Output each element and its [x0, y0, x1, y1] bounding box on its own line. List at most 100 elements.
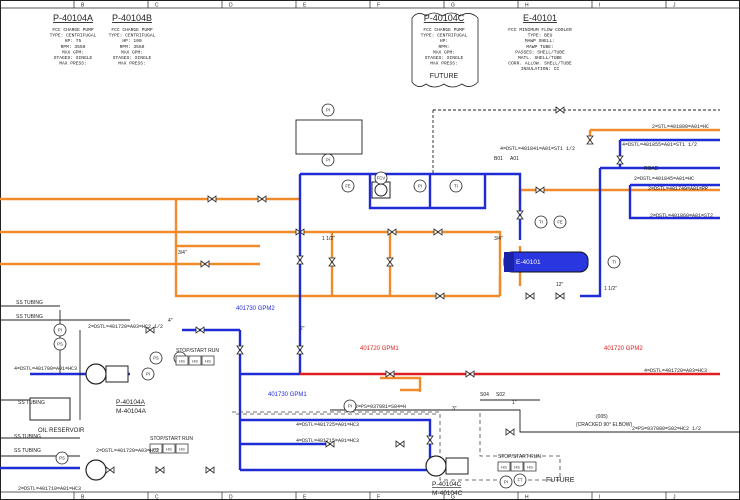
grid-col-label-bottom: E	[303, 495, 307, 500]
hand-switch-box[interactable]: HS	[149, 443, 163, 454]
instrument-bubble[interactable]: PS	[149, 351, 163, 365]
hand-switch-box[interactable]: HS	[175, 355, 189, 366]
hand-switch-box[interactable]: HS	[201, 355, 215, 366]
grid-col-label-top: C	[155, 3, 159, 9]
gate-valve-icon[interactable]	[535, 186, 545, 194]
gate-valve-icon[interactable]	[385, 370, 395, 378]
hand-switch-box[interactable]: HS	[162, 443, 176, 454]
instrument-bubble[interactable]: PI	[413, 179, 427, 193]
gate-valve-icon[interactable]	[516, 210, 524, 220]
gate-valve-icon[interactable]	[325, 440, 335, 448]
gate-valve-icon[interactable]	[435, 292, 445, 300]
hand-switch-box[interactable]: HS	[523, 461, 537, 472]
instrument-bubble[interactable]: TI	[449, 179, 463, 193]
grid-col-label-top: E	[303, 3, 307, 9]
equipment-spec-line: MAX GPM:	[121, 49, 143, 55]
hand-switch-box[interactable]: HS	[175, 443, 189, 454]
instrument-bubble[interactable]: FE	[341, 179, 355, 193]
equipment-spec-line: TYPE: CENTRIFUGAL	[421, 33, 468, 39]
gate-valve-icon[interactable]	[155, 466, 165, 474]
gate-valve-icon[interactable]	[105, 466, 115, 474]
instrument-bubble[interactable]: FT	[513, 473, 527, 487]
gate-valve-icon[interactable]	[200, 260, 210, 268]
svg-text:FCV: FCV	[377, 176, 386, 181]
pump-c-tag: P-40104C	[432, 481, 462, 488]
equipment-spec-line: TYPE: CENTRIFUGAL	[109, 33, 156, 39]
gate-valve-icon[interactable]	[207, 195, 217, 203]
gate-valve-icon[interactable]	[616, 155, 624, 165]
hand-switch-box[interactable]: HS	[497, 461, 511, 472]
gate-valve-icon[interactable]	[296, 345, 304, 355]
gpm-marker-red-2: 401720 GPM2	[604, 346, 643, 352]
pump-p40104c[interactable]	[425, 455, 469, 477]
hand-switch-box[interactable]: HS	[188, 355, 202, 366]
line-label-l2: 4=DSTL=401855=A01=ST1 1/2	[622, 142, 697, 148]
svg-text:TI: TI	[612, 260, 616, 265]
gate-valve-icon[interactable]	[195, 326, 205, 334]
instrument-bubble[interactable]: PI	[321, 103, 335, 117]
pump-p40104b[interactable]	[85, 459, 107, 481]
gate-valve-icon[interactable]	[586, 135, 594, 145]
grid-col-label-top: G	[451, 3, 455, 9]
instrument-bubble[interactable]: TI	[534, 215, 548, 229]
grid-col-label-bottom: D	[229, 495, 233, 500]
blue-lines	[0, 138, 720, 472]
instrument-bubble[interactable]: PI	[321, 153, 335, 167]
instrument-bubble[interactable]: FCV	[374, 171, 388, 185]
gate-valve-icon[interactable]	[555, 292, 565, 300]
gate-valve-icon[interactable]	[426, 435, 434, 445]
gate-valve-icon[interactable]	[257, 195, 267, 203]
ss-tubing-3: SS TUBING	[18, 400, 45, 406]
grid-col-label-top: F	[377, 3, 380, 9]
instrument-bubble[interactable]: PI	[53, 323, 67, 337]
hand-switch-box[interactable]: HS	[510, 461, 524, 472]
line-label-l5: 2=DSTL=401740=A01=PP	[648, 186, 708, 192]
gate-valve-icon[interactable]	[145, 326, 155, 334]
pump-a-tag: P-40104A	[116, 399, 146, 406]
instrument-bubble[interactable]: PI	[499, 475, 513, 489]
svg-text:PI: PI	[326, 158, 330, 163]
instrument-bubble[interactable]: FE	[553, 215, 567, 229]
line-label-l9: 4=DSTL=401720=A03=HC3	[644, 368, 707, 374]
ss-tubing-2: SS TUBING	[16, 314, 43, 320]
gate-valve-icon[interactable]	[328, 257, 336, 267]
equipment-spec-line: TYPE: BEU	[528, 33, 553, 39]
pump-p40104a[interactable]	[85, 363, 129, 385]
gate-valve-icon[interactable]	[465, 370, 475, 378]
gate-valve-icon[interactable]	[525, 292, 535, 300]
grid-col-label-top: B	[81, 3, 85, 9]
instrument-bubble[interactable]: PI	[343, 399, 357, 413]
gate-valve-icon[interactable]	[296, 255, 304, 265]
svg-text:PI: PI	[326, 108, 330, 113]
heat-exchanger-e40101[interactable]	[503, 251, 589, 273]
instrument-bubble[interactable]: PS	[53, 337, 67, 351]
gate-valve-icon[interactable]	[386, 257, 394, 267]
motor-c-tag: M-40104C	[432, 490, 463, 497]
equipment-spec-line: RPM: 3550	[120, 44, 145, 50]
flow-control-valve[interactable]	[371, 181, 391, 199]
instrument-bubble[interactable]: TI	[607, 255, 621, 269]
equipment-spec-line: MATL. SHELL/TUBE	[518, 55, 562, 61]
equipment-spec-line: STAGES: SINGLE	[425, 55, 464, 61]
gate-valve-icon[interactable]	[205, 466, 215, 474]
instrument-bubble[interactable]: PI	[141, 367, 155, 381]
grid-col-label-bottom: C	[155, 495, 159, 500]
line-labels: 2=STL=401800=A01=HC 4=DSTL=401855=A01=ST…	[14, 124, 713, 492]
grid-col-label-top: H	[525, 3, 529, 9]
svg-text:HS: HS	[153, 447, 159, 452]
svg-text:PS: PS	[59, 456, 65, 461]
instrument-bubble[interactable]: PS	[55, 451, 69, 465]
gate-valve-icon[interactable]	[505, 428, 515, 436]
gate-valve-icon[interactable]	[395, 440, 405, 448]
svg-text:HS: HS	[179, 447, 185, 452]
equipment-spec-line: MAX PRESS:	[118, 61, 146, 67]
gate-valve-icon[interactable]	[387, 228, 397, 236]
oil-reservoir-tank[interactable]	[29, 397, 71, 421]
gate-valve-icon[interactable]	[236, 345, 244, 355]
gate-valve-icon[interactable]	[555, 106, 565, 114]
gate-valve-icon[interactable]	[295, 228, 305, 236]
size-label-4: 12"	[556, 282, 564, 288]
gate-valve-icon[interactable]	[433, 228, 443, 236]
